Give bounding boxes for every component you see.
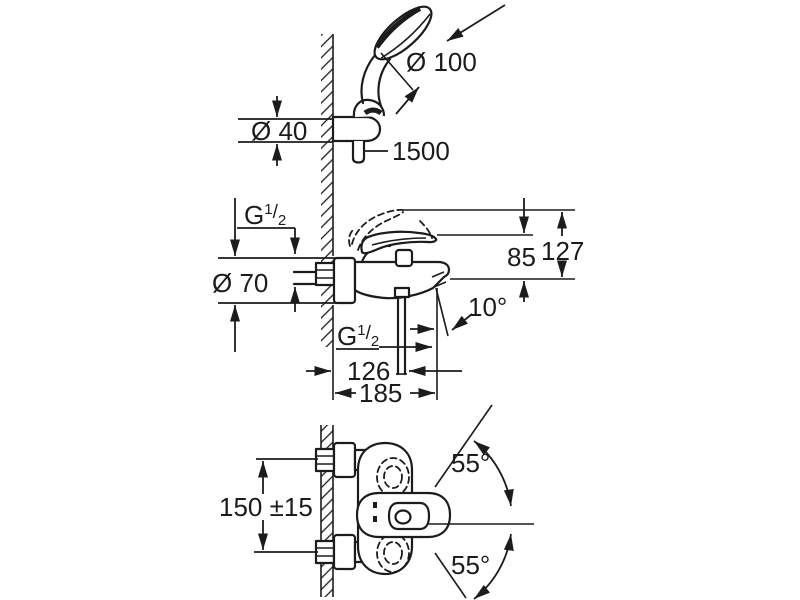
dimension-label-185: 185 [359, 378, 402, 408]
mixer-front-view: 150 ±15 55° 55° [219, 404, 534, 600]
dimension-label-swing-up: 55° [451, 448, 490, 478]
wall-section-top-middle [321, 34, 334, 400]
mixer-body-side [353, 244, 451, 300]
dimension-label-height-127: 127 [541, 236, 584, 266]
shower-handle [352, 53, 392, 118]
lever-position-up-dashed [376, 457, 410, 497]
marker-dot-cold [373, 516, 377, 522]
dimension-label-escutcheon-diameter: Ø 70 [212, 268, 268, 298]
dimension-label-holder-diameter: Ø 40 [251, 116, 307, 146]
shower-head [373, 5, 433, 61]
dimension-label-hose-outlet-thread: G1/2 [337, 321, 379, 351]
dim-hose-outlet-thread: G1/2 [336, 321, 432, 352]
dimension-label-head-diameter: Ø 100 [406, 47, 477, 77]
dimension-label-connection-centers: 150 ±15 [219, 492, 313, 522]
dim-wall-to-spout-tip: 185 [335, 378, 435, 408]
escutcheon [332, 256, 357, 305]
dimension-label-hose-length: 1500 [392, 136, 450, 166]
dim-head-diameter: Ø 100 [380, 4, 506, 115]
dim-lever-swing: 55° 55° [428, 404, 534, 600]
shower-hose-stub [351, 141, 366, 164]
lever-front [355, 491, 452, 539]
shower-holder [331, 115, 382, 143]
lever-handle-side [360, 230, 438, 255]
union-hex-nut [314, 261, 336, 287]
dim-escutcheon-diameter: Ø 70 [212, 198, 336, 352]
dim-hose-length: 1500 [364, 136, 450, 166]
hand-shower-view: Ø 100 Ø 40 1500 [238, 4, 506, 166]
lever-handle-raised-dashed [348, 209, 433, 251]
hose-outlet-pipe [393, 286, 411, 376]
dimension-label-spout-angle: 10° [468, 292, 507, 322]
diverter-knob [394, 248, 414, 268]
dim-wall-thread: G1/2 [237, 200, 300, 312]
dimension-label-wall-thread: G1/2 [244, 200, 286, 230]
dimension-label-height-85: 85 [507, 242, 536, 272]
dim-lever-heights: 85 127 [403, 198, 584, 302]
mixer-side-view: G1/2 Ø 70 85 127 [212, 198, 584, 408]
dim-connection-centers: 150 ±15 [219, 458, 318, 553]
dim-spout-angle: 10° [410, 287, 507, 400]
marker-dot-hot [373, 502, 377, 508]
dim-wall-to-hose-outlet: 126 [306, 356, 462, 386]
dimension-label-swing-down: 55° [451, 550, 490, 580]
dim-holder-diameter: Ø 40 [238, 96, 333, 166]
dimension-label-126: 126 [347, 356, 390, 386]
